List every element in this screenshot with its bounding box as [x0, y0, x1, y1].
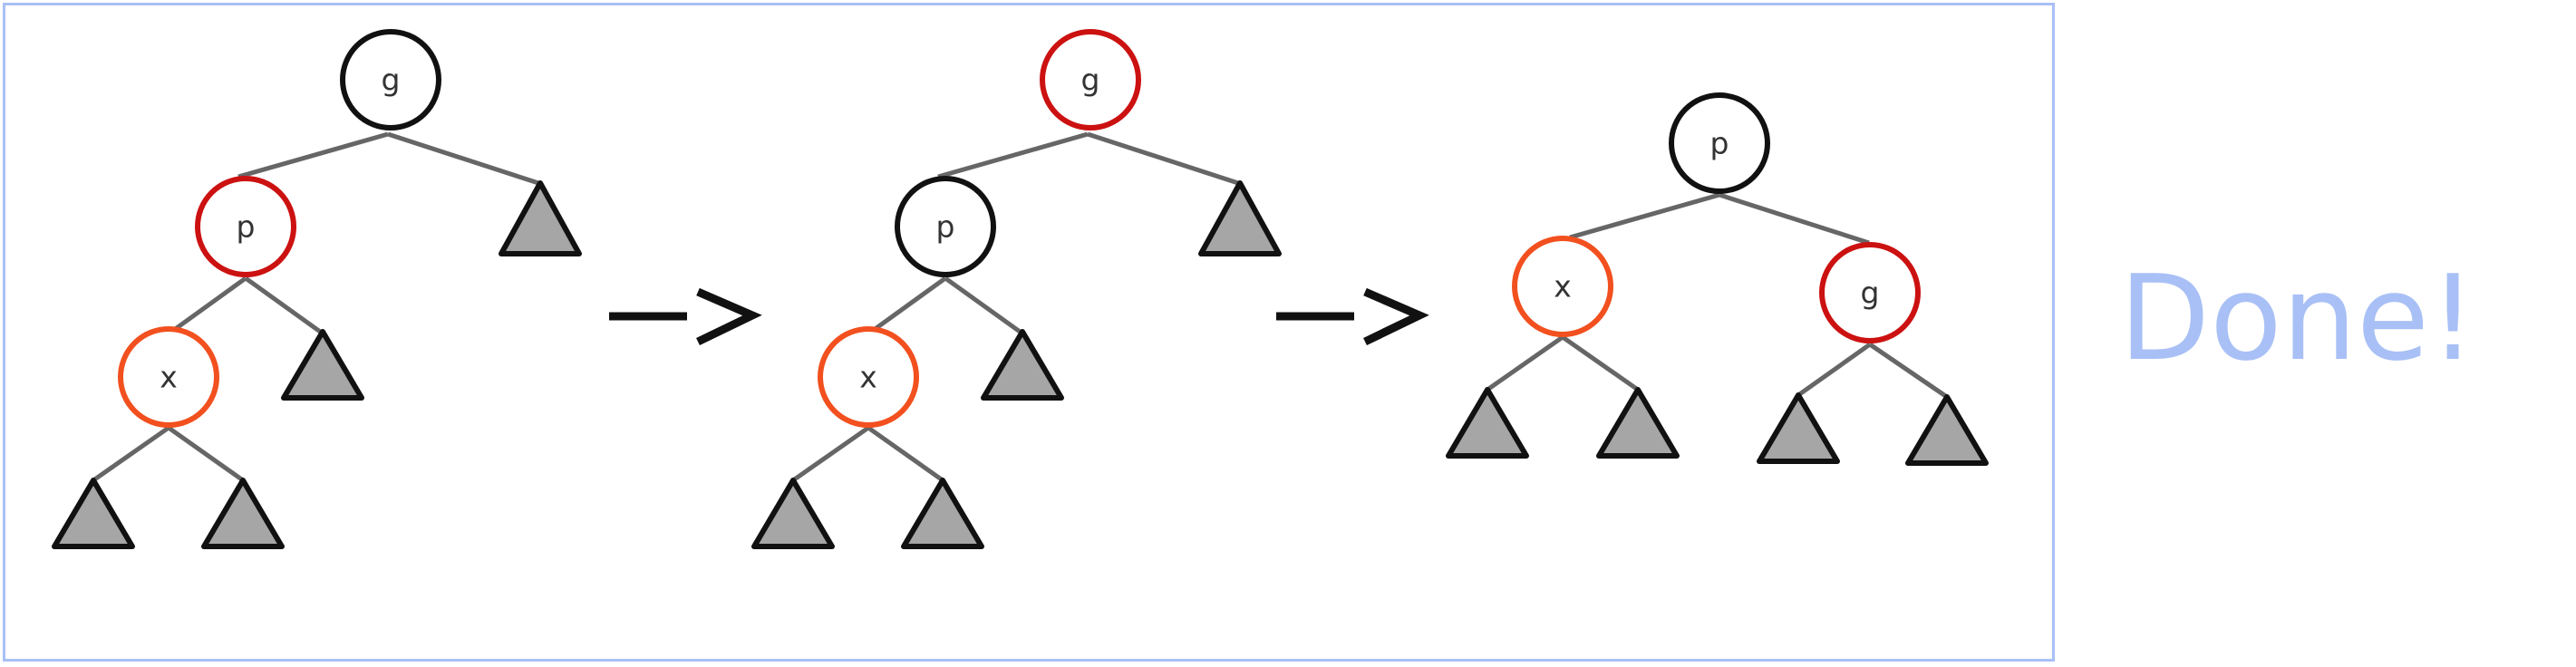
node-p: p	[195, 176, 296, 277]
done-label: Done!	[2119, 249, 2477, 387]
subtree-triangle-icon	[901, 478, 984, 549]
tree-edge	[237, 131, 389, 179]
node-x: x	[818, 326, 919, 428]
tree-edge	[387, 131, 539, 186]
tree-edge	[1569, 192, 1720, 240]
subtree-triangle-icon	[201, 478, 285, 549]
right-arrow-icon	[1276, 287, 1429, 346]
subtree-triangle-icon	[1757, 392, 1840, 464]
node-label: x	[859, 360, 877, 395]
tree-edge	[1796, 342, 1872, 398]
tree-edge	[172, 276, 247, 333]
node-label: g	[382, 63, 401, 98]
subtree-triangle-icon	[1596, 387, 1680, 459]
tree-edge	[1087, 131, 1239, 186]
subtree-triangle-icon	[981, 329, 1064, 401]
subtree-triangle-icon	[52, 478, 135, 549]
stage-recolored: g p x	[751, 29, 1282, 549]
tree-edge	[167, 425, 245, 483]
node-x: x	[1512, 236, 1613, 337]
subtree-triangle-icon	[1905, 394, 1989, 466]
subtree-triangle-icon	[751, 478, 835, 549]
tree-edge	[244, 276, 324, 336]
subtree-triangle-icon	[499, 180, 582, 256]
node-p: p	[1669, 92, 1770, 194]
tree-edge	[872, 276, 947, 333]
subtree-triangle-icon	[1446, 387, 1529, 459]
node-x: x	[118, 326, 219, 428]
node-label: p	[936, 209, 955, 245]
node-label: x	[160, 360, 178, 395]
node-p: p	[895, 176, 996, 277]
node-g: g	[340, 29, 441, 130]
tree-edge	[944, 276, 1024, 336]
tree-edge	[1486, 334, 1564, 392]
stage-rotated: p x g	[1446, 92, 1989, 466]
tree-edge	[1719, 192, 1870, 246]
node-label: x	[1554, 269, 1572, 304]
tree-edge	[937, 131, 1089, 179]
right-arrow-icon	[609, 287, 762, 346]
node-label: p	[1710, 126, 1729, 161]
subtree-triangle-icon	[1198, 180, 1282, 256]
tree-edge	[791, 425, 870, 483]
tree-edge	[1561, 334, 1640, 392]
node-label: p	[237, 209, 256, 245]
subtree-triangle-icon	[281, 329, 364, 401]
node-g: g	[1040, 29, 1141, 130]
node-label: g	[1861, 276, 1880, 311]
tree-edge	[867, 425, 944, 483]
node-label: g	[1081, 63, 1100, 98]
stage-initial: g p x	[52, 29, 582, 549]
node-g: g	[1819, 242, 1921, 343]
tree-edge	[92, 425, 170, 483]
tree-edge	[1868, 342, 1949, 400]
